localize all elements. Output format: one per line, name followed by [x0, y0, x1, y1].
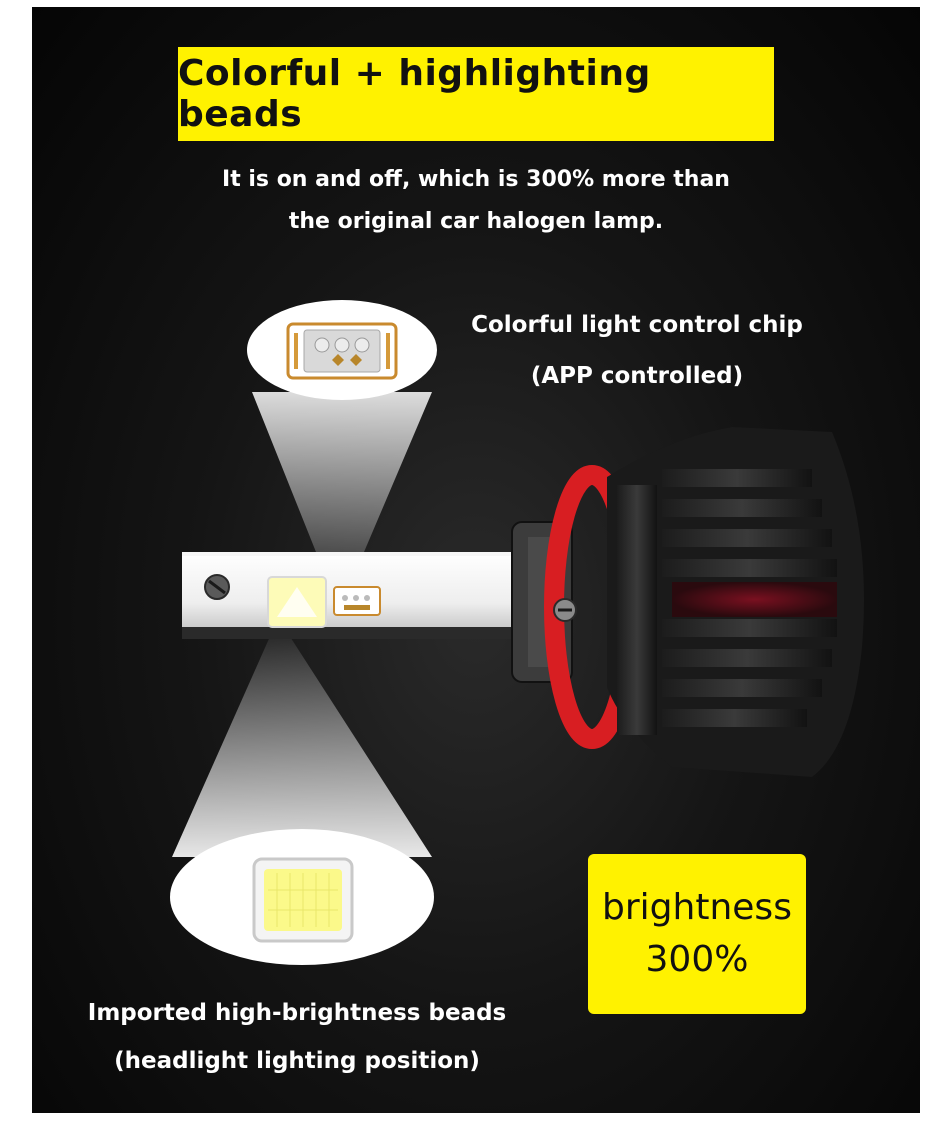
- bottom-light-cone: [172, 632, 432, 857]
- title-banner: Colorful + highlighting beads: [178, 47, 774, 141]
- product-banner: Colorful + highlighting beads It is on a…: [32, 7, 920, 1113]
- rgb-chip-label: Colorful light control chip: [471, 312, 803, 338]
- subtitle-line-2: the original car halogen lamp.: [288, 209, 664, 234]
- page-title: Colorful + highlighting beads: [178, 53, 651, 135]
- white-chip-label: Imported high-brightness beads: [87, 1000, 507, 1026]
- heatsink: [553, 427, 864, 777]
- led-bulb-illustration: [170, 300, 864, 965]
- brightness-value: 300%: [645, 939, 749, 980]
- top-light-cone: [252, 392, 432, 592]
- rgb-chip-sublabel: (APP controlled): [530, 363, 744, 389]
- led-bar: [182, 552, 542, 639]
- white-chip-sublabel: (headlight lighting position): [114, 1048, 480, 1074]
- subtitle-line-1: It is on and off, which is 300% more tha…: [222, 167, 730, 192]
- brightness-badge: brightness 300%: [588, 854, 806, 1014]
- white-led-chip-icon: [252, 857, 354, 943]
- rgb-chip-icon: [286, 322, 398, 380]
- brightness-label: brightness: [602, 887, 792, 928]
